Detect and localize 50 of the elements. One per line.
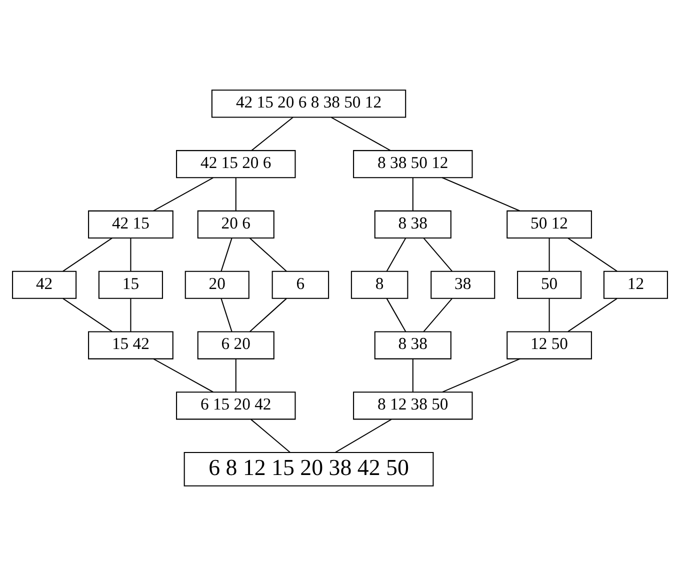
- connector: [153, 177, 214, 212]
- node-box: 8 12 38 50: [353, 392, 473, 420]
- connector: [251, 116, 294, 151]
- node-box: 6 8 12 15 20 38 42 50: [184, 452, 434, 486]
- connector: [130, 238, 132, 272]
- node-box: 42 15 20 6 8 38 50 12: [211, 90, 406, 118]
- node-box: 6 15 20 42: [176, 392, 296, 420]
- node-box: 20 6: [197, 210, 274, 239]
- node-box: 50 12: [506, 210, 592, 239]
- connector: [423, 238, 452, 272]
- node-box: 8 38: [374, 331, 452, 360]
- node-box: 42 15 20 6: [176, 150, 296, 178]
- node-box: 15: [98, 270, 163, 299]
- connector: [548, 298, 550, 332]
- node-box: 38: [430, 270, 496, 299]
- connector: [220, 298, 232, 332]
- node-box: 6: [272, 270, 330, 299]
- connector: [250, 298, 287, 332]
- node-box: 8: [350, 270, 408, 299]
- node-box: 50: [517, 270, 582, 299]
- connector: [442, 358, 520, 392]
- node-box: 15 42: [88, 331, 174, 360]
- node-box: 12: [603, 270, 668, 299]
- node-box: 8 38 50 12: [353, 150, 473, 178]
- connector: [250, 419, 290, 453]
- node-box: 12 50: [506, 331, 592, 360]
- connector: [153, 358, 214, 392]
- connector: [568, 298, 618, 332]
- node-box: 42 15: [88, 210, 174, 239]
- connector: [568, 238, 618, 272]
- connector: [331, 116, 391, 151]
- connector: [220, 238, 232, 272]
- connector: [235, 358, 236, 392]
- connector: [386, 298, 406, 332]
- connector: [235, 178, 236, 211]
- connector: [250, 238, 287, 272]
- connector: [335, 418, 392, 453]
- node-box: 6 20: [197, 331, 274, 360]
- node-box: 42: [12, 270, 77, 299]
- connector: [386, 238, 406, 272]
- connector: [442, 177, 520, 212]
- connector: [412, 178, 414, 211]
- node-box: 8 38: [374, 210, 452, 239]
- connector: [548, 238, 550, 272]
- connector: [412, 358, 414, 392]
- node-box: 20: [184, 270, 250, 299]
- connector: [423, 298, 452, 332]
- connector: [62, 238, 112, 272]
- connector: [62, 298, 112, 332]
- connector: [130, 298, 132, 332]
